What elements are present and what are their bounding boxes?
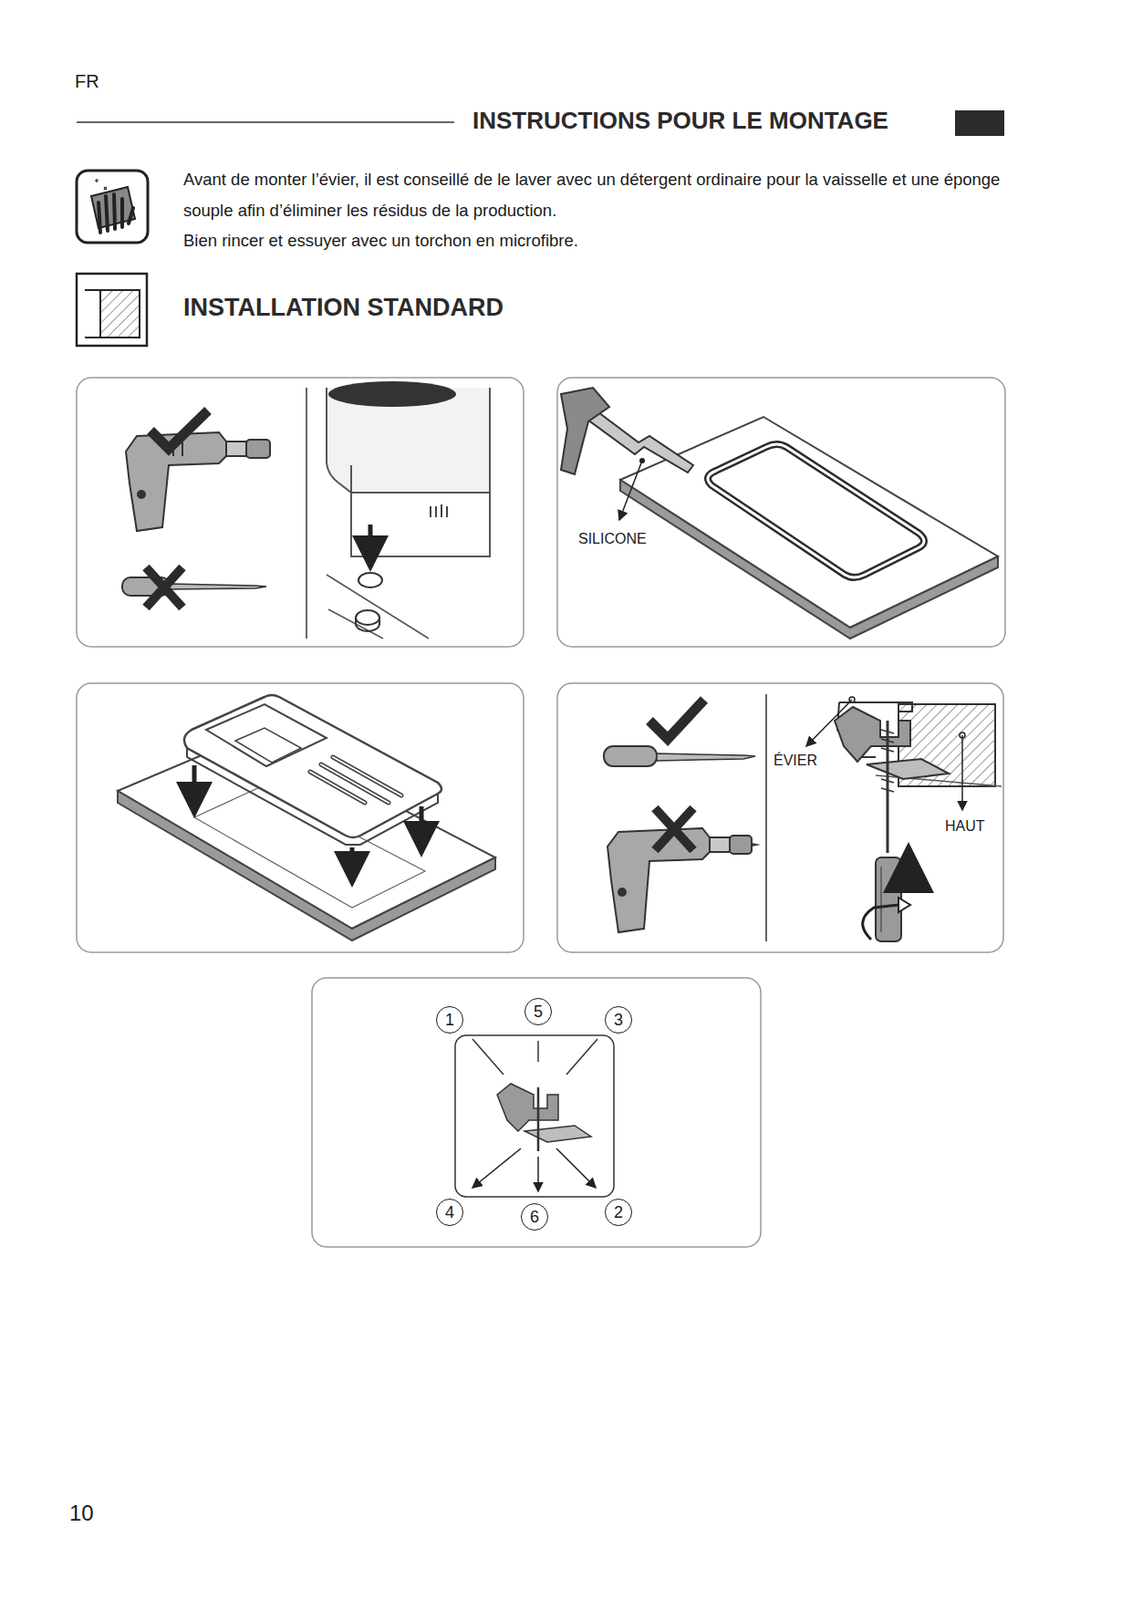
- callout-circle: 5: [524, 997, 552, 1026]
- callout-circle: 1: [436, 1006, 464, 1034]
- page-number: 10: [69, 1500, 94, 1527]
- countertop-silicone: [560, 387, 998, 639]
- instruction-text: Avant de monter l’évier, il est conseill…: [183, 164, 1018, 227]
- callout-number: 1: [445, 1011, 455, 1029]
- installation-icon: [76, 273, 147, 346]
- callout-circle: 4: [436, 1198, 464, 1226]
- header-block: [955, 110, 1005, 136]
- callout-number: 4: [445, 1204, 455, 1221]
- part-label: ÉVIER: [773, 752, 818, 769]
- header-rule: [76, 121, 455, 124]
- callout-number: 3: [613, 1011, 624, 1029]
- callout-circle: 2: [604, 1198, 633, 1226]
- instruction-text: Bien rincer et essuyer avec un torchon e…: [183, 225, 1018, 257]
- screwdriver-allowed: [603, 699, 756, 767]
- language-code: FR: [74, 71, 100, 93]
- part-label: SILICONE: [578, 530, 647, 548]
- awl-forbidden: [122, 567, 267, 608]
- panel-divider: [765, 694, 768, 942]
- panel-divider: [305, 387, 308, 639]
- sink-corner: [326, 381, 490, 639]
- drill-allowed: [125, 410, 271, 531]
- section-heading: INSTALLATION STANDARD: [183, 293, 504, 322]
- sink-lowering: [117, 695, 496, 941]
- callout-circle: 6: [520, 1203, 549, 1231]
- callout-circle: 3: [604, 1006, 633, 1034]
- page-title: INSTRUCTIONS POUR LE MONTAGE: [472, 106, 889, 136]
- cleaning-icon: [76, 170, 148, 243]
- callout-number: 6: [529, 1208, 540, 1226]
- drill-forbidden: [607, 808, 761, 933]
- callout-number: 2: [613, 1204, 624, 1221]
- clamp-detail: [806, 696, 1002, 942]
- part-label: HAUT: [945, 818, 986, 835]
- callout-number: 5: [533, 1003, 543, 1020]
- clamp-tightening-order: [455, 1035, 614, 1197]
- step-panels: [76, 377, 1006, 1247]
